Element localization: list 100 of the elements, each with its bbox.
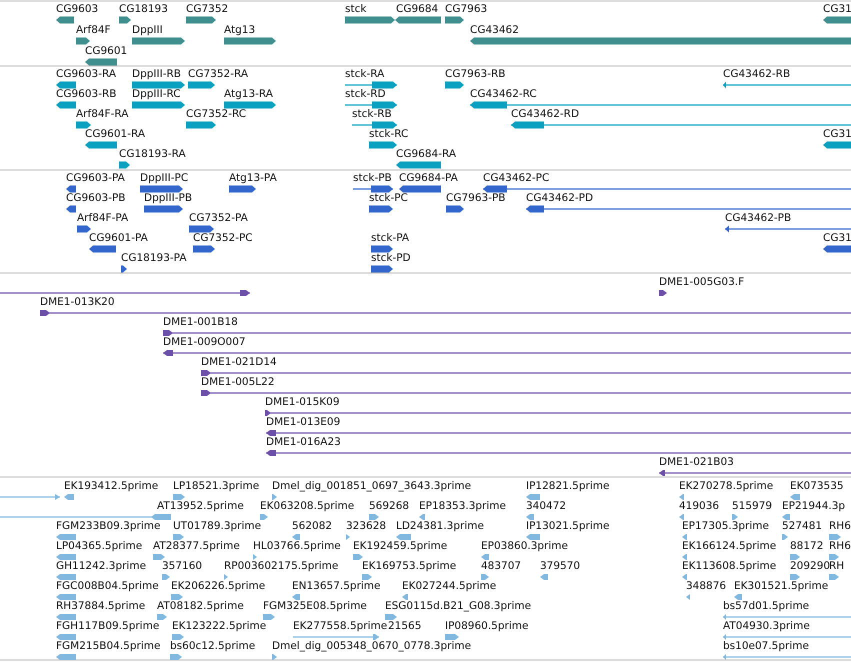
feature-label: EP17305.3prime (682, 520, 769, 533)
feature-label: DppIII-PB (144, 192, 192, 205)
feature-label: DppIII (132, 24, 163, 37)
feature-label: AT13952.5prime (157, 500, 244, 513)
feature-label: DME1-013K20 (40, 296, 115, 309)
feature-label: 88172 (790, 540, 824, 553)
feature-label: CG43462-RC (470, 88, 537, 101)
feature-label: CG9601-RA (85, 128, 146, 141)
feature-label: 379570 (540, 560, 580, 573)
feature-label: UT01789.3prime (173, 520, 262, 533)
feature-label: 562082 (292, 520, 332, 533)
feature-label: RH37884.5prime (56, 600, 146, 613)
feature-label: stck-RD (345, 88, 386, 101)
feature-label: CG7352-PC (193, 232, 253, 245)
feature-label: IP12821.5prime (526, 480, 610, 493)
feature-label: DppIII-PC (140, 172, 188, 185)
feature-label: 483707 (481, 560, 522, 573)
feature-label: HL03766.5prime (253, 540, 341, 553)
feature-label: CG43462-RD (511, 108, 580, 121)
feature-label: bs10e07.5prime (723, 640, 809, 653)
feature-label: CG9603-PA (66, 172, 125, 185)
feature-label: CG9603-PB (66, 192, 126, 205)
feature-label: CG7963 (445, 3, 488, 16)
feature-label: EK123222.5prime (172, 620, 266, 633)
feature-label: EK166124.5prime (682, 540, 776, 553)
feature-label: AT04930.3prime (723, 620, 810, 633)
feature-label: IP13021.5prime (526, 520, 610, 533)
feature-label: RH6 (829, 540, 851, 553)
feature-label: DME1-015K09 (265, 396, 340, 409)
feature-label: DME1-001B18 (163, 316, 238, 329)
feature-label: RH (829, 560, 844, 573)
feature-label: CG9603 (56, 3, 98, 16)
feature-label: CG9684 (396, 3, 438, 16)
feature-label: DME1-005L22 (201, 376, 274, 389)
feature-label: CG7963-PB (446, 192, 506, 205)
feature-label: DppIII-RB (132, 68, 181, 81)
feature-label: Arf84F-PA (77, 212, 128, 225)
feature-label: CG18193 (119, 3, 168, 16)
feature-label: LP18521.3prime (173, 480, 260, 493)
feature-label: EP18353.3prime (419, 500, 506, 513)
feature-label: CG18193-RA (119, 148, 186, 161)
feature-label: LD24381.3prime (396, 520, 484, 533)
feature-label: stck-PA (371, 232, 410, 245)
feature-label: EK193412.5prime (64, 480, 158, 493)
feature-label: FGM215B04.5prime (56, 640, 160, 653)
feature-label: Arf84F (76, 24, 111, 37)
feature-label: EK206226.5prime (171, 580, 266, 593)
feature-label: CG7352 (186, 3, 228, 16)
feature-label: stck-PC (369, 192, 408, 205)
feature-label: EK073535 (790, 480, 844, 493)
feature-label: CG7352-RC (186, 108, 246, 121)
feature-label: FGH117B09.5prime (56, 620, 160, 633)
feature-label: DME1-013E09 (266, 416, 340, 429)
feature-label: stck-PB (353, 172, 392, 185)
feature-label: EK270278.5prime (679, 480, 774, 493)
feature-label: RH6 (829, 520, 851, 533)
feature-label: 569268 (369, 500, 410, 513)
feature-label: CG9684-RA (396, 148, 456, 161)
feature-label: stck-PD (371, 252, 411, 265)
feature-label: 340472 (526, 500, 566, 513)
feature-label: 515979 (732, 500, 772, 513)
feature-label: CG9603-RA (56, 68, 116, 81)
feature-label: LP04365.5prime (56, 540, 142, 553)
feature-label: DME1-021B03 (659, 456, 734, 469)
feature-label: EK192459.5prime (353, 540, 448, 553)
feature-label: CG18193-PA (121, 252, 187, 265)
feature-label: AT08182.5prime (157, 600, 244, 613)
feature-label: CG31 (823, 3, 851, 16)
feature-label: CG31 (823, 232, 851, 245)
feature-label: Dmel_dig_005348_0670_0778.3prime (272, 640, 472, 653)
feature-label: bs60c12.5prime (170, 640, 256, 653)
feature-label: Atg13 (224, 24, 256, 37)
feature-label: EK113608.5prime (682, 560, 776, 573)
feature-label: 357160 (162, 560, 202, 573)
feature-label: DppIII-RC (132, 88, 181, 101)
feature-label: 209290 (790, 560, 830, 573)
feature-label: bs57d01.5prime (723, 600, 810, 613)
feature-label: 348876 (686, 580, 726, 593)
feature-label: EK169753.5prime (362, 560, 456, 573)
feature-label: EP03860.3prime (481, 540, 568, 553)
feature-label: FGM233B09.3prime (56, 520, 160, 533)
feature-label: EP21944.3p (782, 500, 846, 513)
feature-label: IP08960.5prime (445, 620, 528, 633)
feature-label: FGC008B04.5prime (56, 580, 159, 593)
feature-label: CG9603-RB (56, 88, 116, 101)
feature-label: CG31 (823, 128, 851, 141)
feature-label: ESG0115d.B21_G08.3prime (385, 600, 532, 613)
feature-label: CG43462-PC (483, 172, 550, 185)
feature-label: Arf84F-RA (76, 108, 128, 121)
feature-label: CG9601 (85, 45, 128, 58)
feature-label: FGM325E08.5prime (263, 600, 367, 613)
feature-label: EK301521.5prime (734, 580, 828, 593)
feature-label: CG7352-RA (188, 68, 248, 81)
feature-label: CG9684-PA (399, 172, 458, 185)
feature-label: RP003602175.5prime (224, 560, 338, 573)
feature-label: stck (345, 3, 366, 16)
feature-label: CG9601-PA (89, 232, 148, 245)
feature-label: CG43462-PD (526, 192, 594, 205)
feature-label: CG43462 (470, 24, 519, 37)
feature-label: DME1-005G03.F (659, 276, 744, 289)
